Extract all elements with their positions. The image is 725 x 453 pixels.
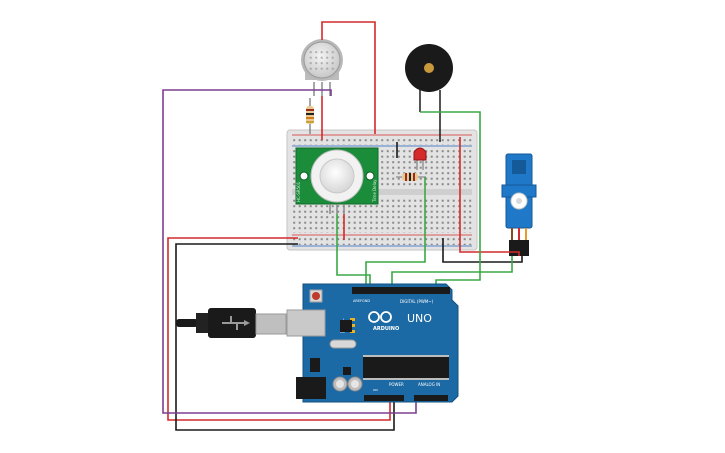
wire-green[interactable]	[336, 214, 371, 287]
aref-label: AREF	[353, 299, 362, 303]
resistor[interactable]	[306, 98, 314, 134]
arduino-brand-label: ARDUINO	[373, 326, 399, 332]
wire-red[interactable]	[459, 137, 520, 256]
analog-in-label: ANALOG IN	[418, 382, 440, 387]
pir-left-label: HC-SR501	[296, 181, 301, 202]
wire-green[interactable]	[365, 177, 426, 287]
pir-right-label: Time Delay	[372, 179, 377, 203]
on-label: ON	[373, 388, 378, 392]
wire-green[interactable]	[420, 111, 481, 287]
arduino-model-label: UNO	[407, 312, 432, 325]
wire-green[interactable]	[391, 256, 513, 287]
piezo-buzzer[interactable]	[405, 44, 453, 142]
red-led[interactable]	[413, 147, 427, 170]
wire-red[interactable]	[321, 21, 376, 134]
led-resistor[interactable]	[396, 173, 426, 181]
wire-black[interactable]	[442, 238, 523, 263]
digital-header-label: DIGITAL (PWM~)	[400, 299, 434, 304]
gas-sensor[interactable]	[301, 39, 343, 96]
wire-purple[interactable]	[162, 89, 417, 414]
power-label: POWER	[389, 382, 404, 387]
servo-motor[interactable]	[501, 153, 537, 256]
usb-cable[interactable]	[176, 308, 287, 338]
wire-black[interactable]	[175, 243, 395, 431]
pir-sensor[interactable]: HC-SR501 Time Delay	[295, 147, 379, 214]
usb-icon	[222, 316, 250, 330]
gnd-label: GND	[362, 299, 370, 303]
arduino-uno-board[interactable]: DIGITAL (PWM~) AREF GND L TX RX ARDUINO …	[286, 283, 459, 403]
arduino-logo-icon	[368, 311, 392, 323]
wire-red[interactable]	[167, 237, 391, 421]
